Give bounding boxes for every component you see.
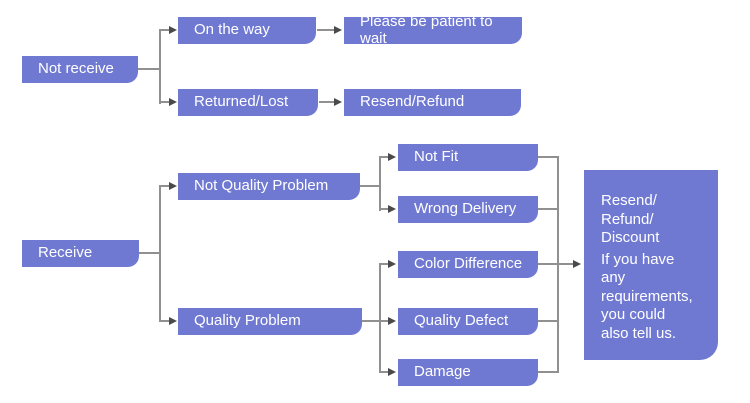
connector-line <box>538 320 559 322</box>
arrow-right-icon <box>169 98 177 106</box>
node-quality-defect: Quality Defect <box>398 308 538 335</box>
arrow-right-icon <box>388 368 396 376</box>
node-returned-lost: Returned/Lost <box>178 89 318 116</box>
connector-line <box>379 371 389 373</box>
connector-line <box>159 29 170 31</box>
node-quality-problem: Quality Problem <box>178 308 362 335</box>
connector-line <box>538 208 559 210</box>
node-color-difference: Color Difference <box>398 251 538 278</box>
arrow-right-icon <box>388 205 396 213</box>
arrow-right-icon <box>388 153 396 161</box>
arrow-right-icon <box>388 317 396 325</box>
connector-line <box>317 29 334 31</box>
connector-line <box>159 185 170 187</box>
connector-line <box>139 252 160 254</box>
node-on-the-way: On the way <box>178 17 316 44</box>
node-resend-refund: Resend/Refund <box>344 89 521 116</box>
connector-line <box>379 208 389 210</box>
outcome-note: If you have any requirements, you could … <box>601 250 693 342</box>
node-damage: Damage <box>398 359 538 386</box>
outcome-title: Resend/ Refund/ Discount <box>601 192 660 246</box>
node-not-quality-problem: Not Quality Problem <box>178 173 360 200</box>
arrow-right-icon <box>169 317 177 325</box>
connector-line <box>538 371 559 373</box>
node-not-fit: Not Fit <box>398 144 538 171</box>
connector-line <box>360 185 380 187</box>
arrow-right-icon <box>334 26 342 34</box>
arrow-right-icon <box>169 182 177 190</box>
node-wrong-delivery: Wrong Delivery <box>398 196 538 223</box>
node-not-receive: Not receive <box>22 56 138 83</box>
connector-line <box>379 263 381 373</box>
connector-line <box>159 101 170 103</box>
connector-line <box>379 263 389 265</box>
connector-line <box>138 68 160 70</box>
connector-line <box>159 185 161 322</box>
node-please-be-patient: Please be patient to wait <box>344 13 522 46</box>
connector-line <box>379 156 389 158</box>
connector-line <box>159 29 161 104</box>
arrow-right-icon <box>334 98 342 106</box>
arrow-right-icon <box>573 260 581 268</box>
connector-line <box>538 263 573 265</box>
node-receive: Receive <box>22 240 139 267</box>
arrow-right-icon <box>169 26 177 34</box>
connector-line <box>557 156 559 373</box>
connector-line <box>538 156 559 158</box>
connector-line <box>379 320 389 322</box>
connector-line <box>319 101 334 103</box>
connector-line <box>379 156 381 211</box>
connector-line <box>159 320 170 322</box>
node-outcome: Resend/ Refund/ Discount If you have any… <box>584 170 718 360</box>
arrow-right-icon <box>388 260 396 268</box>
connector-line <box>362 320 380 322</box>
